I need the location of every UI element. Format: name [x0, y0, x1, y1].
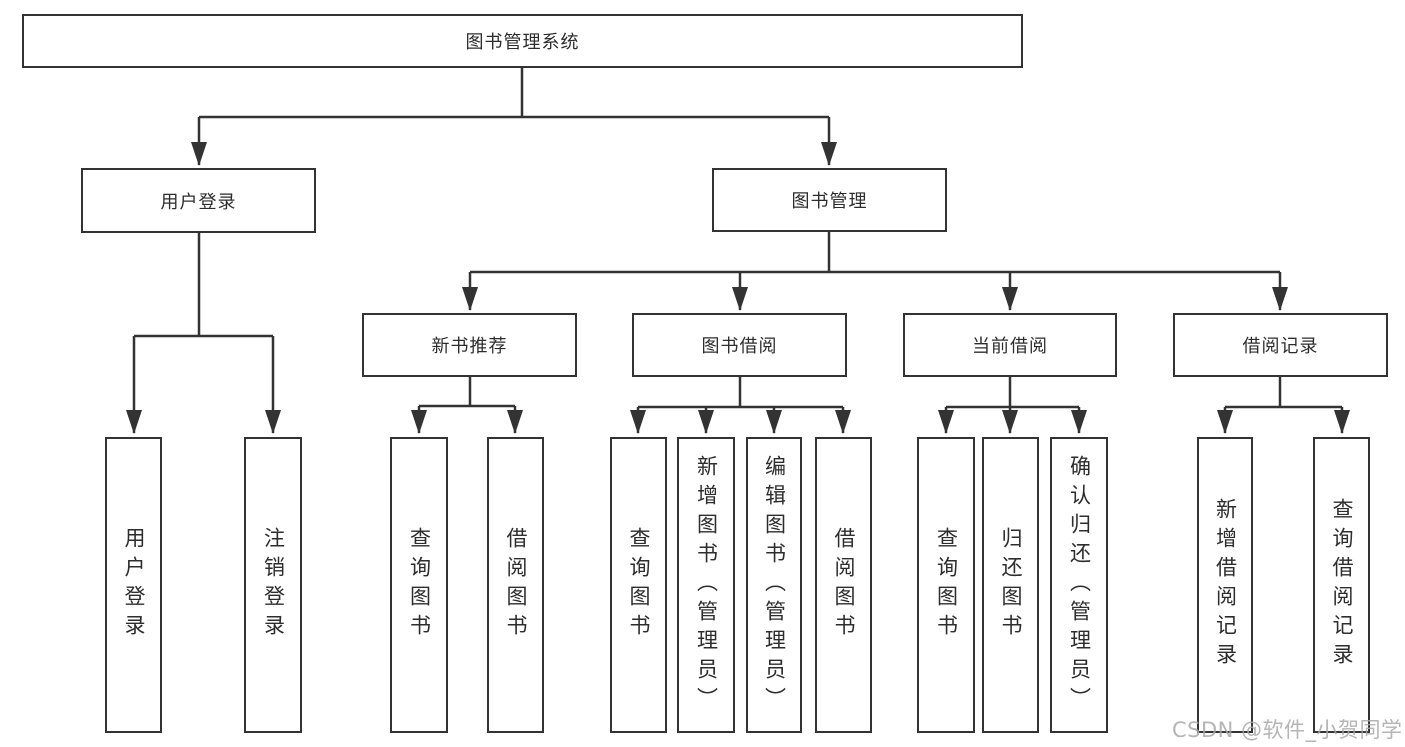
leaf-user-login: 用户登录 [105, 437, 162, 733]
watermark: CSDN @软件_小贺同学 [1172, 718, 1403, 742]
leaf-current-query-books-label: 查询图书 [934, 527, 959, 643]
node-book-management-label: 图书管理 [791, 191, 868, 212]
node-current-borrowing-label: 当前借阅 [972, 336, 1048, 357]
leaf-add-borrow-record: 新增借阅记录 [1197, 437, 1253, 733]
leaf-add-books-admin: 新增图书（管理员） [677, 437, 735, 733]
leaf-return-books-label: 归还图书 [999, 527, 1023, 643]
node-borrowing-records-label: 借阅记录 [1242, 336, 1319, 357]
leaf-borrowing-query-books-label: 查询图书 [627, 527, 651, 643]
leaf-user-login-label: 用户登录 [122, 527, 146, 643]
leaf-add-borrow-record-label: 新增借阅记录 [1213, 498, 1238, 672]
leaf-edit-books-admin-label: 编辑图书（管理员） [762, 454, 787, 716]
node-book-borrowing: 图书借阅 [632, 313, 847, 377]
leaf-confirm-return-admin: 确认归还（管理员） [1050, 437, 1108, 733]
node-book-borrowing-label: 图书借阅 [701, 336, 778, 357]
leaf-return-books: 归还图书 [982, 437, 1039, 733]
leaf-recommend-borrow-books: 借阅图书 [487, 437, 544, 733]
leaf-borrowing-borrow-books: 借阅图书 [815, 437, 872, 733]
node-root-label: 图书管理系统 [465, 32, 580, 53]
node-user-login-label: 用户登录 [160, 191, 237, 213]
leaf-logout-label: 注销登录 [261, 527, 286, 643]
node-root: 图书管理系统 [22, 14, 1023, 68]
leaf-current-query-books: 查询图书 [917, 437, 975, 733]
leaf-recommend-borrow-books-label: 借阅图书 [504, 527, 528, 643]
leaf-edit-books-admin: 编辑图书（管理员） [746, 437, 802, 733]
leaf-borrowing-query-books: 查询图书 [610, 437, 667, 733]
leaf-confirm-return-admin-label: 确认归还（管理员） [1067, 454, 1092, 716]
leaf-recommend-query-books-label: 查询图书 [407, 527, 432, 643]
node-new-book-recommendation: 新书推荐 [362, 313, 577, 377]
node-new-book-recommendation-label: 新书推荐 [431, 336, 508, 357]
leaf-query-borrow-record-label: 查询借阅记录 [1330, 498, 1354, 672]
leaf-query-borrow-record: 查询借阅记录 [1313, 437, 1370, 733]
node-current-borrowing: 当前借阅 [903, 313, 1117, 377]
leaf-borrowing-borrow-books-label: 借阅图书 [832, 527, 856, 643]
node-borrowing-records: 借阅记录 [1173, 313, 1388, 377]
node-user-login: 用户登录 [81, 168, 316, 233]
leaf-add-books-admin-label: 新增图书（管理员） [694, 454, 719, 716]
leaf-logout: 注销登录 [244, 437, 302, 733]
node-book-management: 图书管理 [712, 168, 947, 232]
leaf-recommend-query-books: 查询图书 [390, 437, 448, 733]
